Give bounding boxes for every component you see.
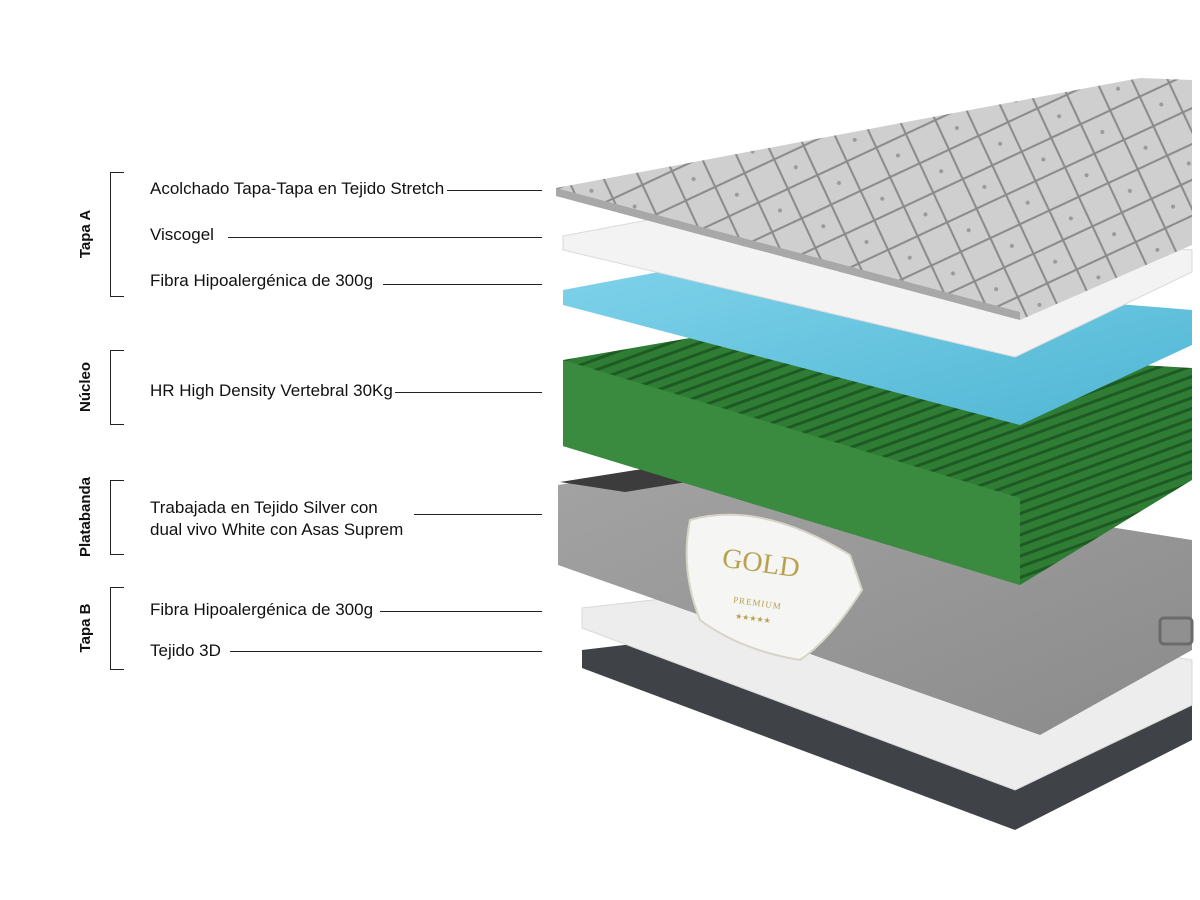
leader-tejido-3d — [230, 651, 542, 652]
leader-fibra-a — [383, 284, 542, 285]
bracket-tapa-b — [110, 587, 124, 670]
bracket-tapa-a — [110, 172, 124, 297]
layer-acolchado — [556, 78, 1192, 320]
bracket-nucleo — [110, 350, 124, 425]
leader-acolchado — [447, 190, 542, 191]
layer-label-platabanda-2: dual vivo White con Asas Suprem — [150, 520, 404, 539]
layer-label-tejido-3d: Tejido 3D — [150, 641, 221, 660]
layer-acolchado-edge — [556, 188, 1020, 320]
handle-icon — [1158, 616, 1194, 646]
layer-label-acolchado: Acolchado Tapa-Tapa en Tejido Stretch — [150, 179, 445, 198]
leader-fibra-b — [380, 611, 542, 612]
gold-badge — [685, 513, 864, 662]
layer-hr-core-front — [563, 360, 1020, 585]
leader-platabanda — [414, 514, 542, 515]
layer-label-hr: HR High Density Vertebral 30Kg — [150, 381, 393, 400]
group-label-tapa-a: Tapa A — [77, 209, 94, 259]
layer-label-viscogel: Viscogel — [150, 225, 214, 244]
group-label-tapa-b: Tapa B — [77, 603, 94, 653]
layer-label-fibra-a: Fibra Hipoalergénica de 300g — [150, 271, 374, 290]
group-label-nucleo: Núcleo — [77, 362, 94, 413]
leader-hr — [395, 392, 542, 393]
layer-label-fibra-b: Fibra Hipoalergénica de 300g — [150, 600, 374, 619]
bracket-platabanda — [110, 480, 124, 555]
group-label-platabanda: Platabanda — [77, 476, 94, 558]
leader-viscogel — [228, 237, 542, 238]
layer-label-platabanda-1: Trabajada en Tejido Silver con — [150, 498, 378, 517]
